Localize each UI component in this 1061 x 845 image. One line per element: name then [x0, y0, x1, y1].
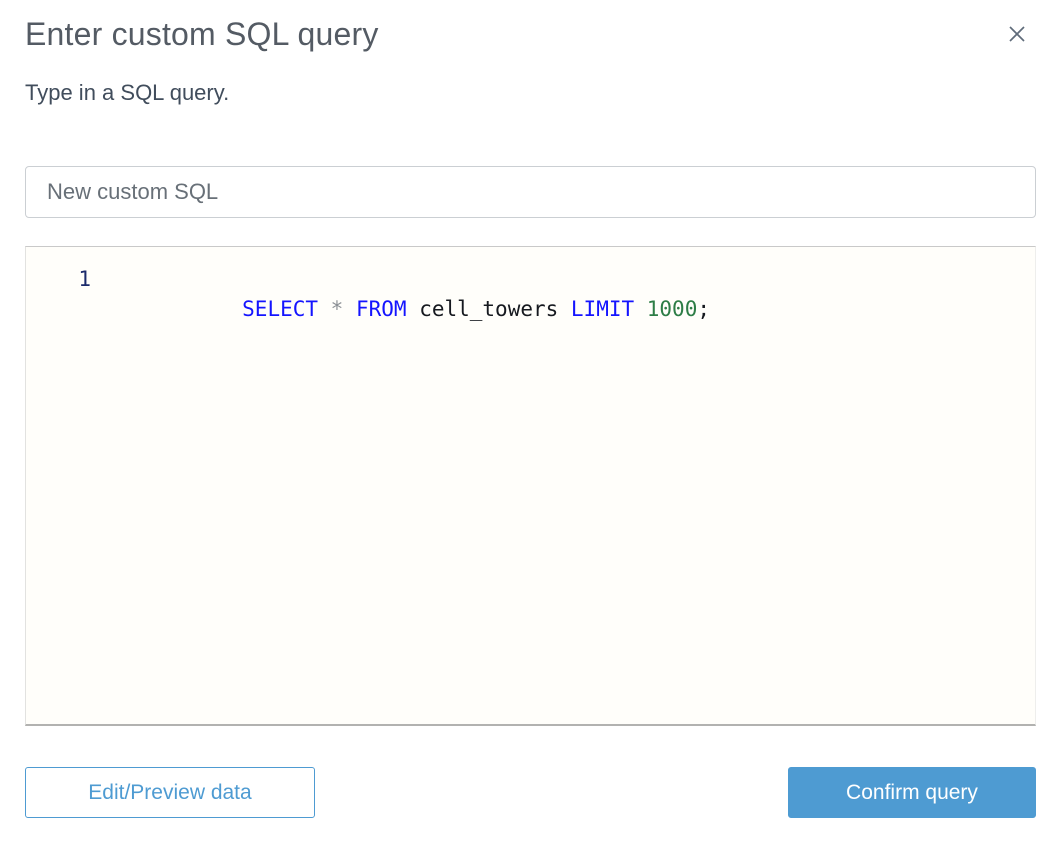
- edit-preview-data-button[interactable]: Edit/Preview data: [25, 767, 315, 818]
- custom-sql-name-input[interactable]: [25, 166, 1036, 218]
- sql-token-select: SELECT: [242, 297, 331, 321]
- sql-query-editor[interactable]: 1 SELECT * FROM cell_towers LIMIT 1000;: [25, 246, 1036, 726]
- dialog-description: Type in a SQL query.: [25, 80, 230, 105]
- sql-token-star: *: [330, 297, 356, 321]
- sql-token-limit-value: 1000: [646, 297, 698, 321]
- sql-code: SELECT * FROM cell_towers LIMIT 1000;: [91, 264, 710, 354]
- sql-token-table-name: cell_towers: [419, 297, 571, 321]
- sql-token-semicolon: ;: [697, 297, 710, 321]
- sql-token-limit: LIMIT: [570, 297, 647, 321]
- sql-token-from: FROM: [355, 297, 420, 321]
- confirm-query-button[interactable]: Confirm query: [788, 767, 1036, 818]
- page-title: Enter custom SQL query: [25, 16, 379, 52]
- close-button[interactable]: [1003, 20, 1031, 48]
- close-icon: [1007, 24, 1027, 44]
- line-number: 1: [78, 267, 91, 291]
- dialog-footer: Edit/Preview data Confirm query: [25, 767, 1036, 818]
- code-line: 1 SELECT * FROM cell_towers LIMIT 1000;: [26, 247, 1035, 354]
